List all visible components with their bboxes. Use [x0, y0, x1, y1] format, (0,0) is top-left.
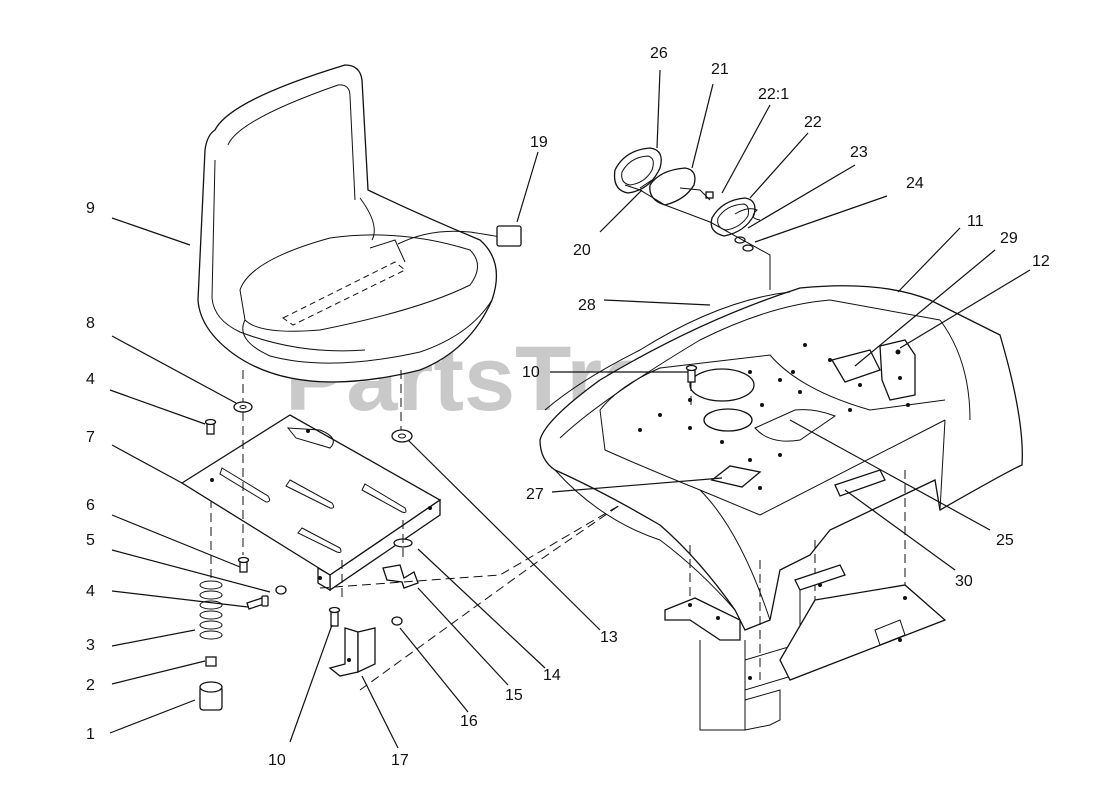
callout-20: 20 [573, 242, 591, 259]
nut-2 [205, 656, 217, 667]
spring-3 [199, 580, 223, 640]
callout-29: 29 [1000, 230, 1018, 247]
callout-12: 12 [1032, 253, 1050, 270]
callout-22: 22 [804, 114, 822, 131]
decal-25 [754, 409, 837, 442]
washer-8 [233, 401, 253, 413]
plate-29 [831, 349, 881, 383]
callout-21: 21 [711, 61, 729, 78]
seat-switch-wire [397, 225, 522, 247]
fender-opening [689, 368, 755, 402]
screw-22-1 [705, 191, 714, 199]
nut-16 [391, 616, 403, 626]
light-assembly [613, 147, 771, 290]
callout-14: 14 [543, 667, 561, 684]
callout-4-lower: 4 [86, 583, 95, 600]
callout-27: 27 [526, 486, 544, 503]
gasket-21 [649, 167, 696, 206]
callout-30: 30 [955, 573, 973, 590]
callouts: 1 2 3 4 5 6 7 4 8 9 19 10 17 16 15 14 13… [86, 45, 1050, 769]
callout-11: 11 [967, 213, 984, 230]
callout-10-upper: 10 [522, 364, 540, 381]
callout-5: 5 [86, 532, 95, 549]
callout-19: 19 [530, 134, 548, 151]
callout-9: 9 [86, 200, 95, 217]
knob-15 [382, 564, 419, 589]
decal-27 [710, 465, 762, 488]
washer-5 [275, 585, 287, 595]
callout-1: 1 [86, 726, 95, 743]
callout-6: 6 [86, 497, 95, 514]
callout-17: 17 [391, 752, 409, 769]
plate-hardware [233, 370, 419, 677]
alignment-line [319, 469, 681, 589]
washer-24 [734, 236, 746, 244]
callout-22-1: 22:1 [758, 86, 789, 103]
callout-8: 8 [86, 315, 95, 332]
callout-3: 3 [86, 637, 95, 654]
seat-plate [180, 414, 442, 592]
callout-25: 25 [996, 532, 1014, 549]
callout-10-lower: 10 [268, 752, 286, 769]
decal-30 [834, 469, 886, 497]
bracket-12 [879, 339, 916, 401]
callout-15: 15 [505, 687, 523, 704]
washer-13 [391, 429, 413, 443]
callout-23: 23 [850, 144, 868, 161]
housing-22 [710, 197, 756, 237]
callout-2: 2 [86, 677, 95, 694]
callout-13: 13 [600, 629, 618, 646]
callout-28: 28 [578, 297, 596, 314]
frame [664, 470, 947, 731]
seat [197, 64, 498, 383]
callout-4-upper: 4 [86, 371, 95, 388]
connector-19 [496, 225, 522, 247]
callout-24: 24 [906, 175, 924, 192]
callout-16: 16 [460, 713, 478, 730]
leader-lines [109, 69, 1031, 749]
callout-26: 26 [650, 45, 668, 62]
callout-7: 7 [86, 429, 95, 446]
bracket-17 [328, 627, 359, 677]
